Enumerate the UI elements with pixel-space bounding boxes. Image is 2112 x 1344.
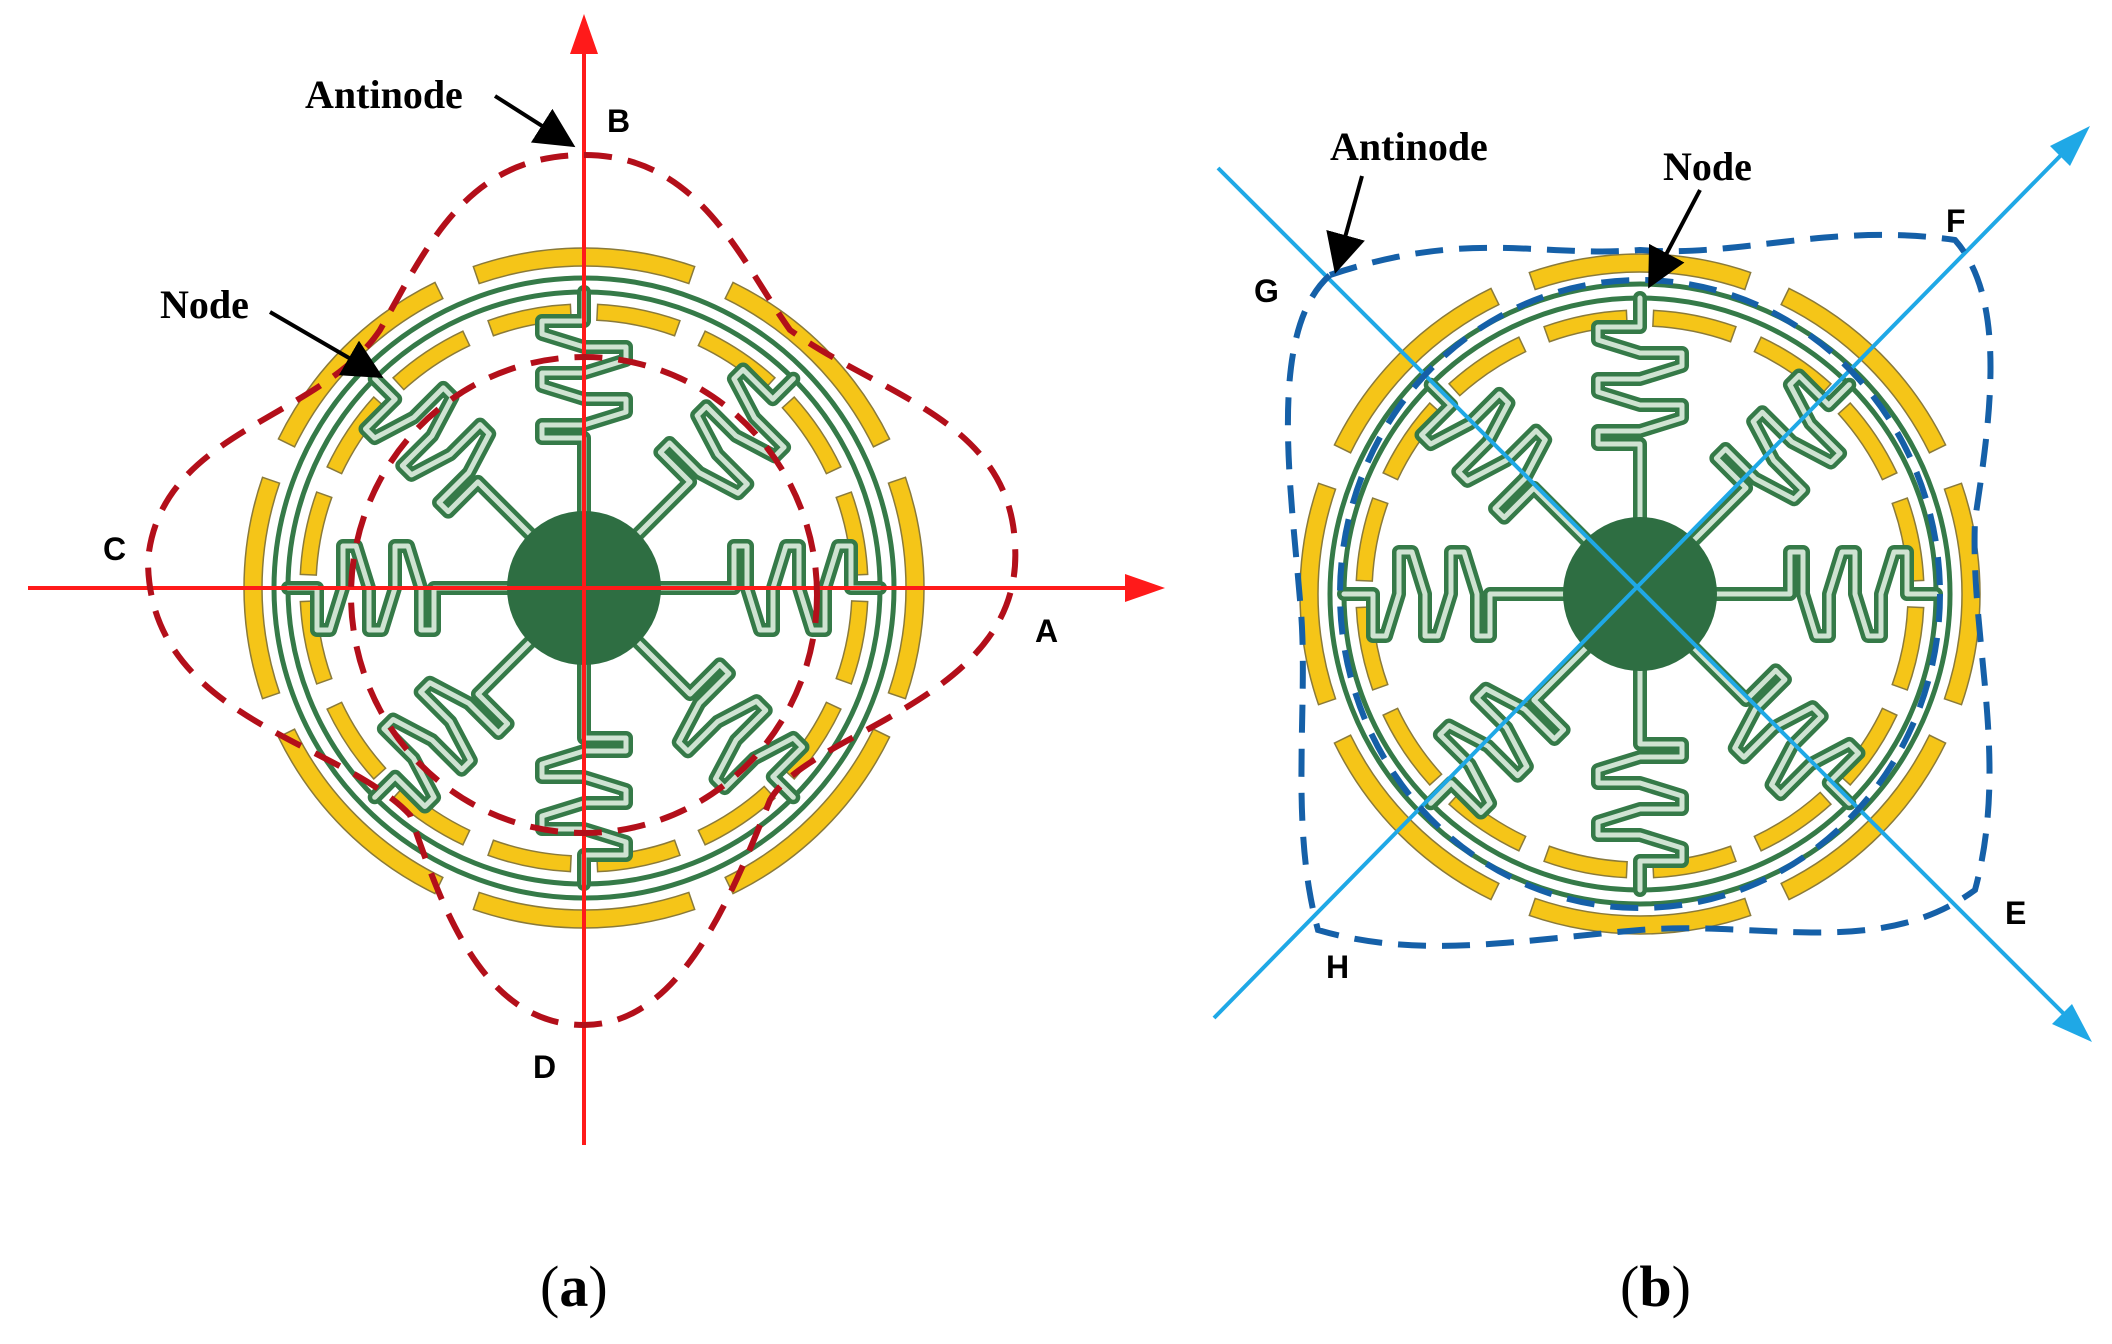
- serpentine-spring: [626, 362, 801, 546]
- inner-electrode: [835, 491, 869, 576]
- outer-electrode: [1780, 287, 1947, 454]
- serpentine-spring: [367, 630, 542, 814]
- resonator-b: [1299, 253, 1981, 935]
- mode-shape-b-inner: [1337, 277, 1943, 911]
- inner-electrode: [1355, 497, 1389, 582]
- serpentine-spring: [1591, 657, 1689, 897]
- outer-electrode: [277, 281, 444, 448]
- inner-electrode: [596, 303, 681, 337]
- node-pointer-a: [268, 310, 384, 379]
- inner-electrode: [1652, 309, 1737, 343]
- inner-electrode: [596, 839, 681, 873]
- axis-label-e: E: [2005, 895, 2026, 931]
- mode-shape-a-inner: [348, 354, 820, 836]
- node-label-b: Node: [1663, 144, 1752, 189]
- axis-label-f: F: [1946, 203, 1966, 239]
- inner-electrode: [835, 600, 869, 685]
- inner-electrode: [1891, 606, 1925, 691]
- outer-electrode: [1333, 734, 1500, 901]
- axis-b-arrowhead: [570, 14, 598, 54]
- antinode-pointer-a: [493, 94, 576, 148]
- inner-electrode: [1355, 606, 1389, 691]
- inner-electrode: [1753, 791, 1833, 852]
- inner-electrode: [487, 839, 572, 873]
- outer-electrode: [1943, 482, 1981, 706]
- antinode-label-a: Antinode: [305, 72, 463, 117]
- inner-electrode: [697, 785, 777, 846]
- antinode-label-b: Antinode: [1330, 124, 1488, 169]
- axis-ge: [1216, 166, 2072, 1022]
- central-anchor: [1563, 517, 1717, 671]
- outer-electrode: [724, 728, 891, 895]
- inner-electrode: [781, 395, 842, 475]
- serpentine-spring: [281, 539, 521, 637]
- serpentine-spring: [1682, 368, 1857, 552]
- serpentine-spring: [1423, 636, 1598, 820]
- node-pointer-b: [1648, 189, 1702, 289]
- inner-electrode: [1543, 309, 1628, 343]
- outer-electrode: [1528, 253, 1752, 291]
- axis-a-arrowhead: [1125, 574, 1165, 602]
- serpentine-spring: [1591, 291, 1689, 531]
- antinode-pointer-b: [1326, 175, 1365, 274]
- axis-label-a: A: [1035, 613, 1058, 649]
- inner-electrode: [1652, 845, 1737, 879]
- axis-label-h: H: [1326, 949, 1349, 985]
- inner-electrode: [487, 303, 572, 337]
- caption-a: (a): [540, 1254, 608, 1319]
- serpentine-spring: [1703, 545, 1943, 643]
- axis-label-c: C: [103, 531, 126, 567]
- outer-electrode: [1528, 897, 1752, 935]
- resonator-ring: [1327, 281, 1953, 907]
- axis-e-arrowhead: [2052, 1004, 2092, 1042]
- serpentine-spring: [1414, 377, 1598, 552]
- serpentine-spring: [358, 371, 542, 546]
- mode-shape-b-outer: [1284, 231, 1994, 949]
- serpentine-spring: [1682, 636, 1866, 811]
- inner-electrode: [1891, 497, 1925, 582]
- inner-electrode: [299, 491, 333, 576]
- outer-electrode: [1333, 287, 1500, 454]
- serpentine-spring: [535, 651, 633, 891]
- panel-b: E F G H Antinode Node (b): [1212, 124, 2092, 1319]
- serpentine-spring: [647, 539, 887, 637]
- axis-label-d: D: [533, 1049, 556, 1085]
- inner-electrode: [299, 600, 333, 685]
- mode-shape-a-outer: [144, 151, 1019, 1029]
- axis-label-g: G: [1254, 273, 1279, 309]
- caption-b: (b): [1620, 1254, 1691, 1319]
- outer-electrode: [1780, 734, 1947, 901]
- serpentine-spring: [1337, 545, 1577, 643]
- serpentine-spring: [626, 630, 810, 805]
- serpentine-spring: [535, 285, 633, 525]
- inner-electrode: [1543, 845, 1628, 879]
- axis-f-arrowhead: [2050, 126, 2090, 166]
- panel-a: A B C D Antinode Node (a): [28, 14, 1165, 1319]
- inner-electrode: [1837, 401, 1898, 481]
- axis-hf: [1212, 146, 2070, 1020]
- inner-electrode: [1382, 707, 1443, 787]
- inner-electrode: [391, 330, 471, 391]
- axis-label-b: B: [607, 103, 630, 139]
- inner-electrode: [326, 701, 387, 781]
- outer-electrode: [724, 281, 891, 448]
- node-label-a: Node: [160, 282, 249, 327]
- inner-electrode: [1447, 336, 1527, 397]
